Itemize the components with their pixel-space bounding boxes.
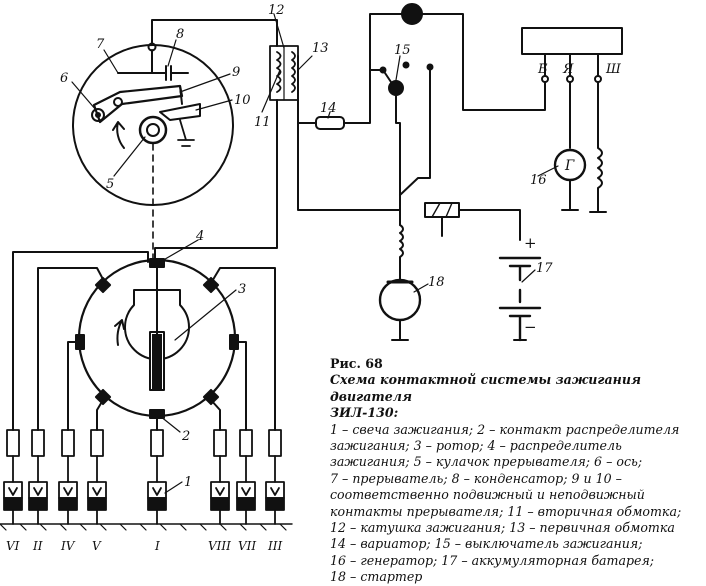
fixed-contact bbox=[159, 85, 201, 121]
callout-15: 15 bbox=[394, 43, 411, 58]
starter-motor bbox=[378, 278, 422, 322]
spark-plug-v bbox=[87, 429, 107, 525]
cylinder-label-iii: III bbox=[267, 539, 282, 553]
callout-numbers: 1 2 3 4 5 6 7 8 9 10 11 12 13 14 15 16 1… bbox=[60, 3, 553, 490]
callout-13: 13 bbox=[312, 41, 329, 56]
terminal-ya: Я bbox=[562, 62, 574, 77]
legend-line: 16 – генератор; 17 – аккумуляторная бата… bbox=[330, 552, 655, 568]
cylinder-label-ii: II bbox=[32, 539, 43, 553]
legend-line: соответственно подвижный и неподвижный bbox=[330, 487, 645, 503]
rotor-rotation-arrow bbox=[114, 319, 125, 346]
wire-coil-primary bbox=[297, 55, 401, 211]
callout-8: 8 bbox=[176, 27, 184, 42]
cylinder-label-viii: VIII bbox=[208, 539, 231, 553]
legend-line: 12 – катушка зажигания; 13 – первичная о… bbox=[330, 520, 675, 536]
cam-rotation-arrow bbox=[112, 121, 125, 149]
wire-breaker-coil bbox=[151, 19, 278, 47]
distributor bbox=[75, 258, 239, 419]
spark-plugs bbox=[3, 429, 285, 525]
callout-12: 12 bbox=[268, 3, 285, 18]
cylinder-label-i: I bbox=[154, 539, 160, 553]
figure-number: Рис. 68 bbox=[330, 356, 383, 371]
terminal-sh: Ш bbox=[605, 62, 622, 77]
cylinder-label-iv: IV bbox=[60, 539, 76, 553]
legend-line: 7 – прерыватель; 8 – конденсатор; 9 и 10… bbox=[330, 470, 622, 486]
legend-line: 14 – вариатор; 15 – выключатель зажигани… bbox=[330, 536, 643, 552]
spark-plug-i bbox=[147, 429, 167, 525]
movable-contact-arm bbox=[92, 84, 184, 124]
callout-3: 3 bbox=[238, 282, 246, 297]
spark-plug-iii bbox=[265, 429, 285, 525]
battery-plus: + bbox=[524, 234, 537, 252]
spark-plug-leads bbox=[12, 251, 276, 431]
callout-7: 7 bbox=[96, 37, 105, 52]
spark-plug-viii bbox=[210, 429, 230, 525]
figure-caption: Рис. 68 Схема контактной системы зажиган… bbox=[330, 356, 702, 586]
condenser bbox=[117, 49, 189, 81]
breaker-assembly bbox=[72, 42, 234, 263]
spark-plug-vi bbox=[3, 429, 23, 525]
callout-10: 10 bbox=[234, 93, 251, 108]
callout-17: 17 bbox=[536, 261, 553, 276]
figure-title-line-1: Схема контактной системы зажигания двига… bbox=[330, 372, 642, 404]
cylinder-label-vii: VII bbox=[238, 539, 256, 553]
spark-plug-ii bbox=[28, 429, 48, 525]
wire-high-voltage bbox=[154, 99, 278, 263]
callout-6: 6 bbox=[60, 71, 68, 86]
cylinder-label-v: V bbox=[92, 539, 102, 553]
ignition-coil bbox=[269, 45, 299, 101]
cylinder-labels: VI II IV V I VIII VII III bbox=[6, 539, 282, 553]
warning-lamp bbox=[401, 3, 423, 25]
callout-2: 2 bbox=[181, 429, 190, 444]
generator-symbol: Г bbox=[564, 158, 575, 174]
spark-plug-iv bbox=[58, 429, 78, 525]
callout-leaders bbox=[71, 13, 559, 494]
terminal-b: Б bbox=[537, 62, 548, 77]
breaker-axle bbox=[91, 108, 105, 122]
callout-4: 4 bbox=[195, 229, 204, 244]
legend-line: 18 – стартер bbox=[330, 569, 423, 585]
spark-plug-vii bbox=[236, 429, 256, 525]
battery-minus: − bbox=[524, 318, 537, 336]
callout-14: 14 bbox=[320, 101, 337, 116]
callout-1: 1 bbox=[184, 475, 192, 490]
callout-16: 16 bbox=[530, 173, 547, 188]
battery: + − bbox=[498, 234, 542, 342]
ballast-resistor bbox=[315, 116, 345, 130]
legend-line: зажигания; 3 – ротор; 4 – распределитель bbox=[330, 438, 622, 454]
legend-line: контакты прерывателя; 11 – вторичная обм… bbox=[330, 503, 682, 519]
cylinder-label-vi: VI bbox=[6, 539, 20, 553]
starter-relay bbox=[424, 202, 460, 218]
ignition-switch bbox=[369, 61, 434, 211]
callout-18: 18 bbox=[428, 275, 445, 290]
callout-11: 11 bbox=[254, 115, 271, 130]
callout-5: 5 bbox=[106, 177, 114, 192]
legend-line: зажигания; 5 – кулачок прерывателя; 6 – … bbox=[330, 454, 643, 470]
breaker-cam bbox=[138, 115, 168, 145]
voltage-regulator bbox=[521, 27, 623, 55]
legend-line: 1 – свеча зажигания; 2 – контакт распред… bbox=[330, 421, 680, 437]
callout-9: 9 bbox=[232, 65, 240, 80]
figure-title-line-2: ЗИЛ-130: bbox=[330, 405, 399, 421]
